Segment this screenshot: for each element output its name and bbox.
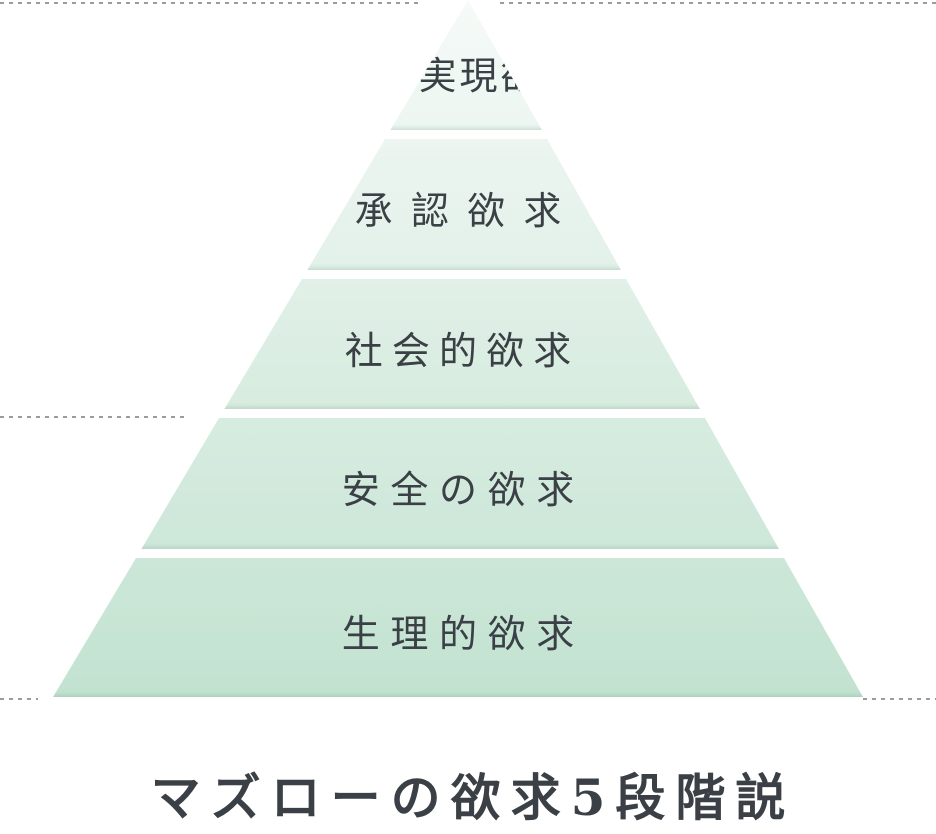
guide-dashed-line-middle-left bbox=[0, 416, 186, 418]
tier-label-self-actualization: 自己実現欲求 bbox=[336, 53, 583, 98]
tier-label-esteem: 承認欲求 bbox=[354, 189, 580, 233]
tier-label-social: 社会的欲求 bbox=[344, 328, 581, 373]
diagram-title: マズローの欲求5段階説 bbox=[150, 768, 796, 827]
guide-dashed-line-bottom-right bbox=[863, 698, 936, 700]
pyramid: 自己実現欲求 承認欲求 社会的欲求 安全の欲求 生理的欲求 bbox=[53, 0, 863, 697]
pyramid-tier-physiological: 生理的欲求 bbox=[53, 558, 863, 697]
pyramid-tier-social: 社会的欲求 bbox=[224, 279, 700, 409]
pyramid-tier-self-actualization: 自己実現欲求 bbox=[336, 0, 583, 130]
guide-dashed-line-top-left bbox=[0, 2, 421, 4]
guide-dashed-line-bottom-left bbox=[0, 698, 38, 700]
tier-label-physiological: 生理的欲求 bbox=[341, 612, 585, 656]
guide-dashed-line-top-right bbox=[500, 2, 936, 4]
tier-label-safety: 安全の欲求 bbox=[341, 468, 585, 512]
pyramid-tier-esteem: 承認欲求 bbox=[307, 139, 621, 270]
pyramid-tier-safety: 安全の欲求 bbox=[141, 418, 779, 549]
